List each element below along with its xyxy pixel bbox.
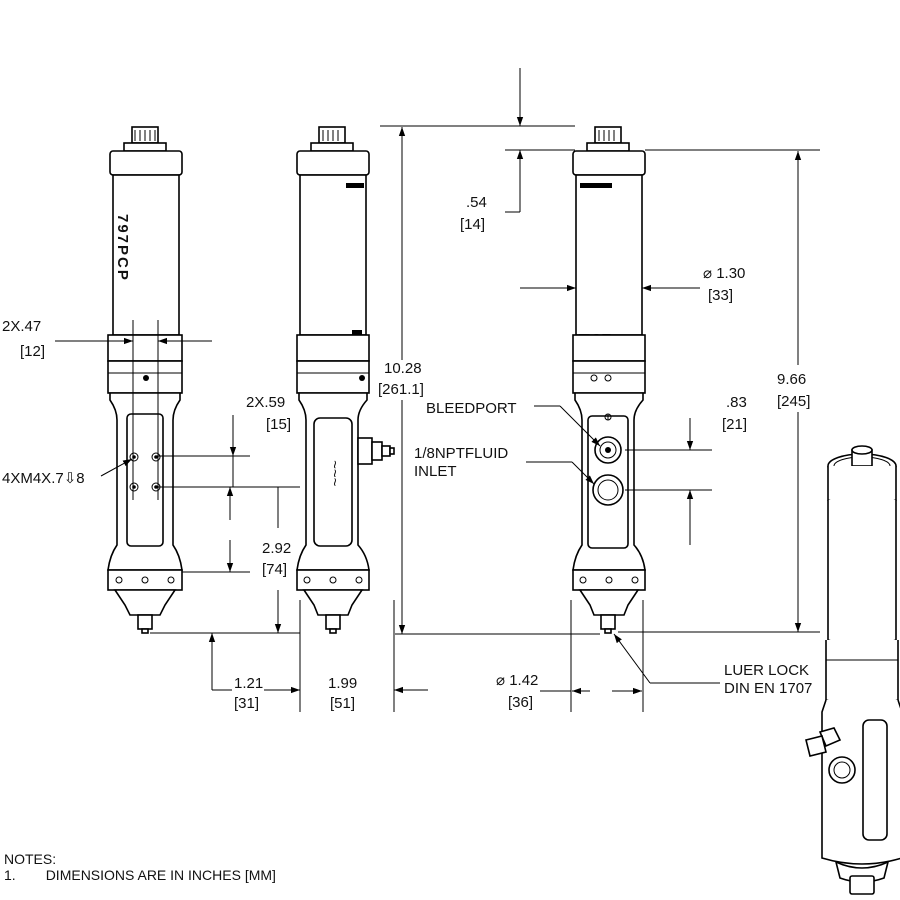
- dim-083-mm: [21]: [722, 416, 747, 433]
- dim-292: 2.92: [262, 540, 291, 557]
- isometric-view: [805, 445, 900, 895]
- rear-view: ⊠CE: [572, 126, 646, 634]
- callout-luer-2: DIN EN 1707: [724, 680, 812, 697]
- notes-block: NOTES: 1. DIMENSIONS ARE IN INCHES [MM]: [4, 851, 276, 883]
- dim-121: 1.21: [234, 675, 263, 692]
- callout-fluid-inlet-2: INLET: [414, 463, 457, 480]
- front-view: 797PCP: [107, 126, 183, 634]
- dim-083: .83: [726, 394, 747, 411]
- dim-2x47-mm: [12]: [20, 343, 45, 360]
- dim-199-mm: [51]: [330, 695, 355, 712]
- callout-fluid-inlet-1: 1/8NPTFLUID: [414, 445, 508, 462]
- dim-292-mm: [74]: [262, 561, 287, 578]
- dim-966: 9.66: [777, 371, 806, 388]
- product-marking: 797PCP: [114, 214, 131, 282]
- note-number: 1.: [4, 867, 16, 883]
- side-view: ~~~: [296, 126, 395, 634]
- dim-2x59-mm: [15]: [266, 416, 291, 433]
- dim-054: .54: [466, 194, 487, 211]
- dimension-labels: 2X.47 [12] 2X.59 [15] 4XM4X.7⇩8 2.92 [74…: [2, 194, 812, 712]
- dim-130: ⌀ 1.30: [703, 265, 745, 282]
- dim-142-mm: [36]: [508, 694, 533, 711]
- dim-199: 1.99: [328, 675, 357, 692]
- dim-142: ⌀ 1.42: [496, 672, 538, 689]
- dim-2x47: 2X.47: [2, 318, 41, 335]
- dim-thread: 4XM4X.7⇩8: [2, 470, 85, 487]
- callout-bleed-port: BLEEDPORT: [426, 400, 517, 417]
- dim-966-mm: [245]: [777, 393, 810, 410]
- notes-title: NOTES:: [4, 851, 57, 867]
- dim-130-mm: [33]: [708, 287, 733, 304]
- note-text: DIMENSIONS ARE IN INCHES [MM]: [45, 867, 276, 883]
- svg-text:~~~: ~~~: [326, 460, 343, 487]
- dim-1028-mm: [261.1]: [378, 381, 424, 398]
- dimension-lines: [55, 68, 820, 712]
- note-item: 1. DIMENSIONS ARE IN INCHES [MM]: [4, 867, 276, 883]
- dim-054-mm: [14]: [460, 216, 485, 233]
- dim-1028: 10.28: [384, 360, 422, 377]
- dim-121-mm: [31]: [234, 695, 259, 712]
- dim-2x59: 2X.59: [246, 394, 285, 411]
- callout-luer-1: LUER LOCK: [724, 662, 809, 679]
